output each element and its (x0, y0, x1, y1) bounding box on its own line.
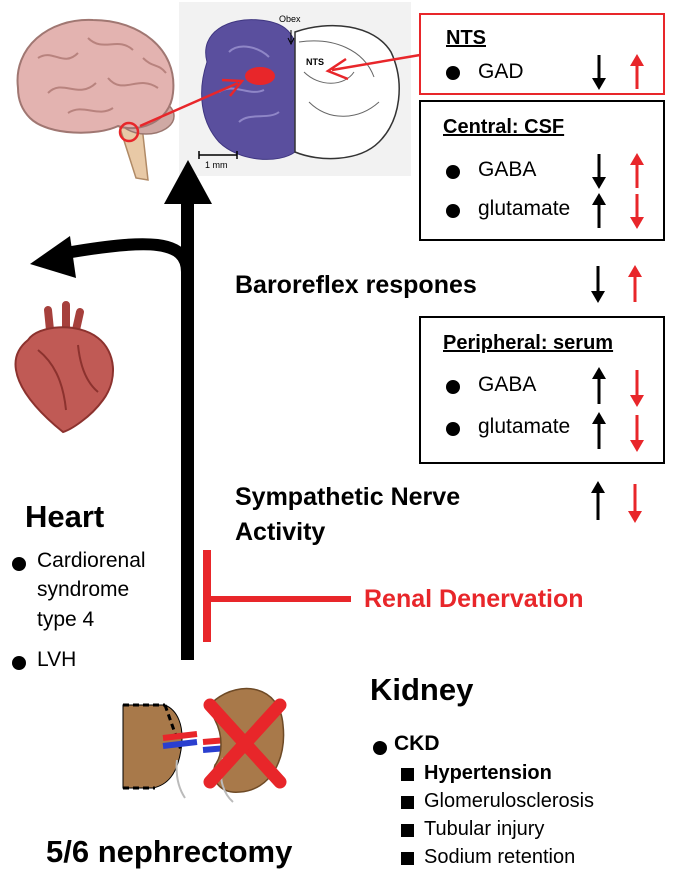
bullet-dot (446, 422, 460, 436)
serum-box: Peripheral: serum GABA glutamate (419, 316, 665, 464)
sympathetic-before-arrow-up-icon (591, 481, 605, 520)
csf-gaba-before-arrow-down-icon (592, 154, 606, 189)
bullet-dot (12, 656, 26, 670)
sympathetic-after-arrow-down-icon (628, 484, 642, 523)
nephrectomy-kidney-illustration (122, 687, 287, 803)
serum-gaba-after-arrow-down-icon (630, 370, 644, 407)
scale-bar-label: 1 mm (205, 160, 228, 170)
kidney-sub-item-sodium-retention: Sodium retention (424, 846, 576, 868)
gad-before-arrow-down-icon (592, 55, 606, 90)
sympathetic-label-line1: Sympathetic Nerve (235, 483, 461, 511)
kidney-sub-item-hypertension: Hypertension (424, 762, 552, 784)
nts-box: NTS GAD (419, 13, 665, 95)
kidney-sub-item-tubular-injury: Tubular injury (424, 818, 545, 840)
bullet-dot (446, 380, 460, 394)
connector-arrows (139, 53, 421, 128)
serum-glutamate-after-arrow-down-icon (630, 415, 644, 452)
renal-denervation-label: Renal Denervation (364, 585, 584, 613)
kidney-main-item: CKD (394, 732, 440, 755)
csf-box: Central: CSF GABA glutamate (419, 100, 665, 241)
bullet-square (401, 824, 414, 837)
serum-glutamate-label: glutamate (478, 415, 571, 438)
gad-after-arrow-up-icon (630, 54, 644, 89)
baroreflex-after-arrow-up-icon (628, 265, 642, 302)
serum-box-title: Peripheral: serum (443, 332, 614, 354)
baroreflex-label: Baroreflex respones (235, 271, 477, 299)
csf-gaba-after-arrow-up-icon (630, 153, 644, 188)
nts-slice-label: NTS (306, 57, 324, 67)
csf-glutamate-after-arrow-down-icon (630, 194, 644, 229)
heart-item-1-line1: Cardiorenal (37, 549, 146, 572)
serum-glutamate-before-arrow-up-icon (592, 412, 606, 449)
serum-gaba-label: GABA (478, 373, 537, 396)
bullet-square (401, 768, 414, 781)
heart-item-2: LVH (37, 648, 77, 671)
brainstem-target-circle (118, 121, 140, 143)
kidney-sub-item-glomerulosclerosis: Glomerulosclerosis (424, 790, 595, 812)
brainstem-slice-image: Obex NTS 1 mm (179, 2, 411, 176)
bullet-dot (12, 557, 26, 571)
bullet-dot (446, 204, 460, 218)
renal-denervation-inhibition-bar (203, 550, 351, 642)
heart-title: Heart (25, 499, 105, 534)
bullet-square (401, 796, 414, 809)
bullet-dot (446, 66, 460, 80)
bullet-square (401, 852, 414, 865)
sympathetic-label-line2: Activity (235, 518, 326, 546)
csf-box-title: Central: CSF (443, 116, 565, 138)
nephrectomy-label: 5/6 nephrectomy (46, 834, 293, 869)
baroreflex-before-arrow-down-icon (591, 266, 605, 303)
heart-item-1-line3: type 4 (37, 608, 95, 631)
csf-glutamate-before-arrow-up-icon (592, 193, 606, 228)
kidney-title: Kidney (370, 672, 474, 707)
brain-illustration (16, 18, 175, 181)
heart-illustration (14, 301, 115, 434)
serum-gaba-before-arrow-up-icon (592, 367, 606, 404)
csf-gaba-label: GABA (478, 158, 537, 181)
obex-label: Obex (279, 14, 301, 24)
nts-red-spot (245, 67, 275, 85)
bullet-dot (373, 741, 387, 755)
bullet-dot (446, 165, 460, 179)
nts-box-title: NTS (446, 27, 486, 49)
csf-glutamate-label: glutamate (478, 197, 571, 220)
gad-label: GAD (478, 60, 524, 83)
heart-item-1-line2: syndrome (37, 578, 130, 601)
